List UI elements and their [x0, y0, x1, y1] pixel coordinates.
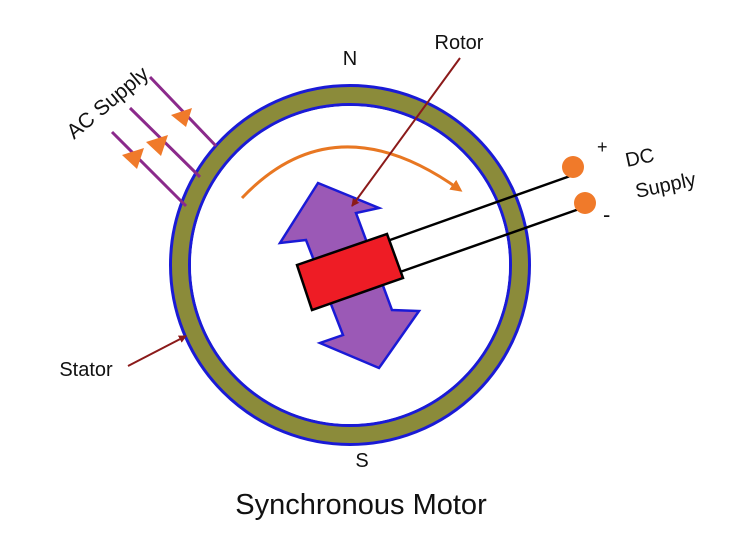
- dc-supply-label-line2: Supply: [633, 169, 697, 203]
- dc-wire-positive: [389, 173, 574, 242]
- south-pole-label: S: [355, 450, 368, 472]
- dc-wires: [389, 173, 583, 274]
- stator-label: Stator: [59, 359, 113, 381]
- dc-wire-negative: [399, 206, 583, 274]
- dc-minus-label: -: [603, 202, 610, 227]
- stator-ring-core: [172, 87, 528, 443]
- north-pole-label: N: [343, 48, 357, 70]
- ac-supply-lines: [110, 75, 218, 208]
- diagram-title: Synchronous Motor: [235, 489, 487, 521]
- ac-supply-label: AC Supply: [62, 62, 153, 144]
- dc-terminal-negative: [574, 192, 596, 214]
- dc-plus-label: +: [597, 137, 608, 157]
- ac-line-3: [110, 130, 188, 208]
- rotation-arrow: [240, 145, 463, 200]
- stator-pointer-arrow: [127, 335, 187, 367]
- dc-supply-label-line1: DC: [623, 144, 656, 172]
- ac-arrowhead-2: [146, 135, 168, 156]
- rotor-label: Rotor: [435, 32, 484, 54]
- rotor-block: [295, 232, 405, 312]
- ac-arrowhead-1: [171, 108, 192, 127]
- dc-terminal-positive: [562, 156, 584, 178]
- ac-arrowhead-3: [122, 148, 144, 169]
- rotor-pointer-arrow: [351, 57, 461, 207]
